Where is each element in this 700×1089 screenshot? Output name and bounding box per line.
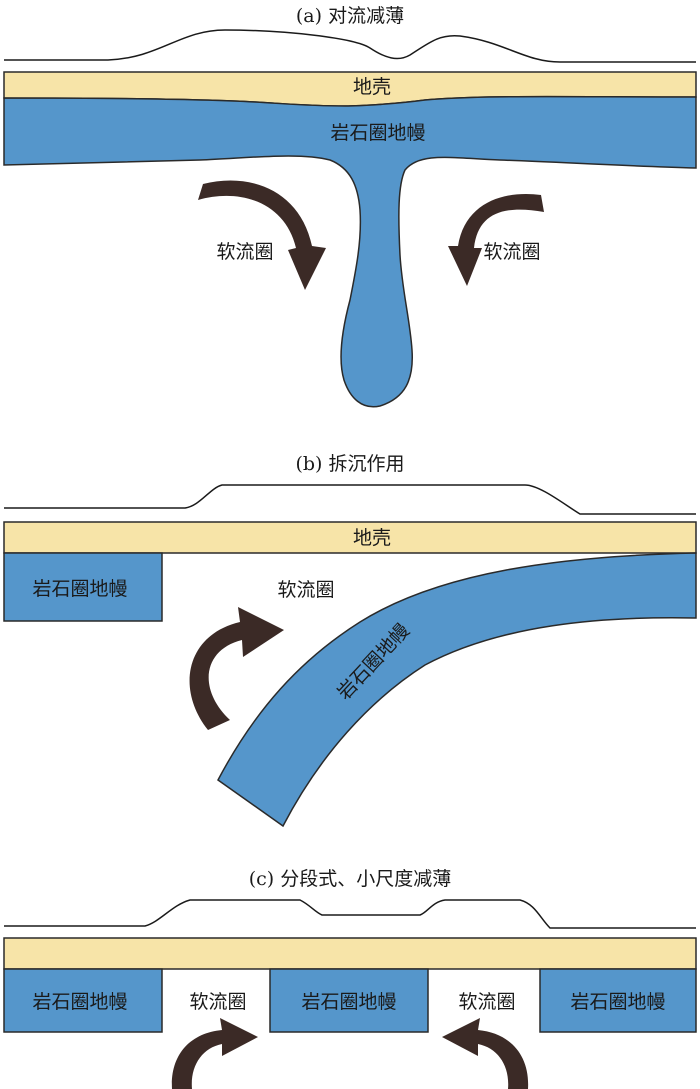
panel-c-mantle-3-label: 岩石圈地幔: [570, 991, 665, 1013]
panel-a-left-curved-arrow: [198, 180, 326, 290]
panel-b-topography: [4, 484, 696, 515]
panel-c-right-curved-arrow: [442, 1018, 529, 1089]
panel-b-mantle-left-label: 岩石圈地幔: [32, 578, 127, 600]
panel-b-curved-arrow: [189, 607, 284, 730]
panel-b-crust-label: 地壳: [353, 527, 391, 549]
panel-b-asthenosphere-label: 软流圈: [277, 579, 334, 601]
panel-a-asthenosphere-right-label: 软流圈: [483, 241, 540, 263]
panel-b-title: (b) 拆沉作用: [295, 453, 404, 475]
panel-b: (b) 拆沉作用 地壳 岩石圈地幔 岩石圈地幔 软流圈: [3, 453, 697, 828]
panel-b-crust: [3, 521, 697, 554]
panel-a-title: (a) 对流减薄: [296, 5, 404, 27]
panel-a-mantle-label: 岩石圈地幔: [330, 122, 425, 144]
panel-a-crust-label: 地壳: [353, 76, 391, 98]
panel-c-lithospheric-mantle-3: [539, 968, 697, 1033]
panel-b-lithospheric-mantle-left: [3, 552, 163, 622]
panel-b-delaminated-slab: [217, 552, 697, 828]
panel-c-asthenosphere-1-label: 软流圈: [189, 991, 246, 1013]
panel-a-lithospheric-mantle: [3, 95, 697, 408]
panel-c-crust: [3, 937, 697, 970]
panel-a-right-curved-arrow: [448, 193, 544, 286]
panel-c-mantle-1-label: 岩石圈地幔: [32, 991, 127, 1013]
panel-c-topography: [4, 899, 696, 929]
panel-a: (a) 对流减薄 地壳 岩石圈地幔 软流圈 软流圈: [3, 5, 697, 408]
panel-c-left-curved-arrow: [171, 1018, 258, 1089]
panel-c: (c) 分段式、小尺度减薄 岩石圈地幔 软流圈 岩石圈地幔 软流圈 岩石圈地幔: [3, 868, 697, 1089]
panel-c-title: (c) 分段式、小尺度减薄: [249, 868, 452, 890]
panel-a-topography: [4, 29, 696, 63]
panel-c-asthenosphere-2-label: 软流圈: [458, 991, 515, 1013]
panel-c-lithospheric-mantle-2: [269, 968, 429, 1033]
panel-c-lithospheric-mantle-1: [3, 968, 163, 1033]
panel-a-asthenosphere-left-label: 软流圈: [216, 241, 273, 263]
panel-c-mantle-2-label: 岩石圈地幔: [301, 991, 396, 1013]
